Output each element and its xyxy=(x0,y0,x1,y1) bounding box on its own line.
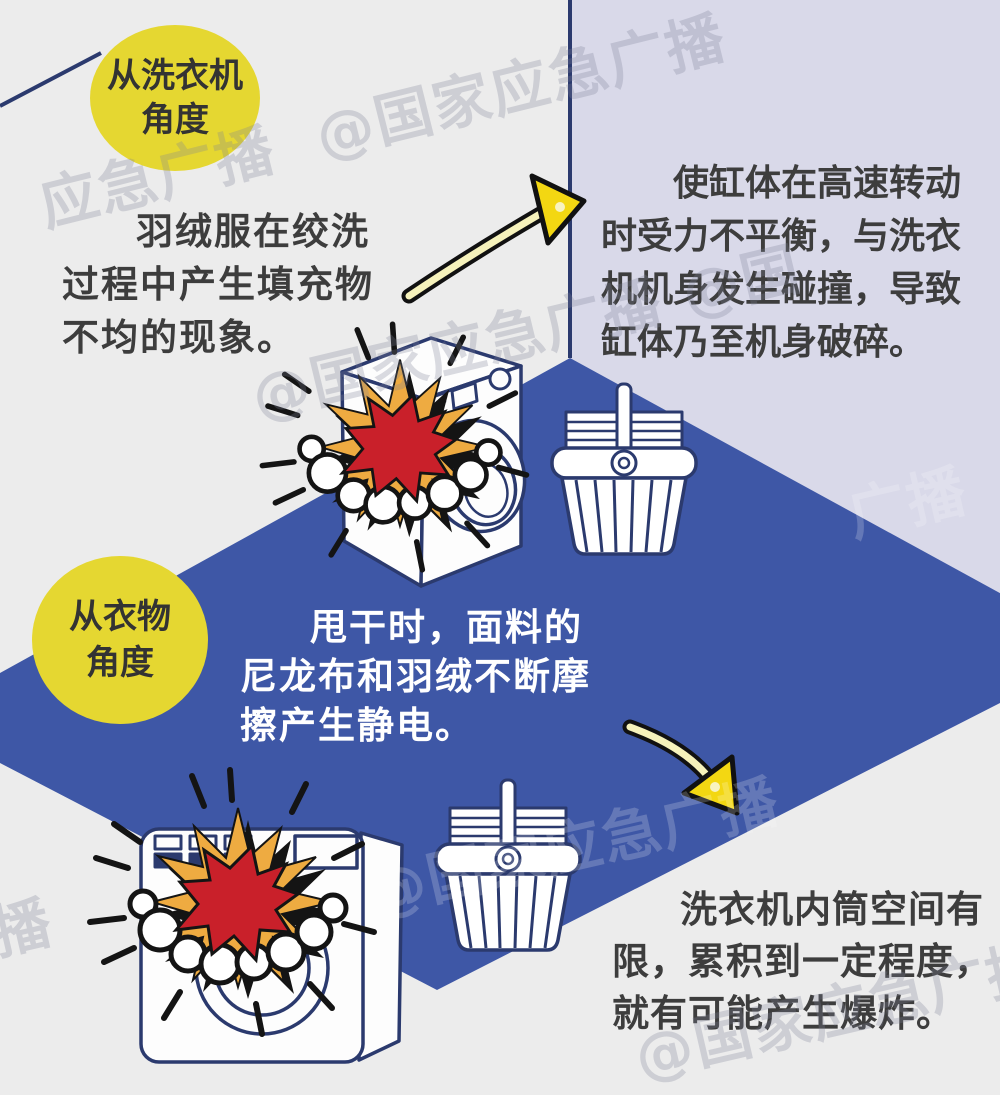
text-line: 缸体乃至机身破碎。 xyxy=(601,322,926,363)
badge-label-line: 角度 xyxy=(141,100,209,140)
text-line: 时受力不平衡，与洗衣 xyxy=(601,216,962,257)
text-line: 机机身发生碰撞，导致 xyxy=(601,269,962,310)
badge-label-line: 从洗衣机 xyxy=(107,56,243,96)
badge-label-line: 角度 xyxy=(86,643,154,683)
text-line: 使缸体在高速转动 xyxy=(673,163,962,204)
badge-clothing-perspective: 从衣物 角度 xyxy=(32,556,208,724)
badge-machine-perspective: 从洗衣机 角度 xyxy=(90,25,260,171)
text-line: 尼龙布和羽绒不断摩 xyxy=(240,655,591,698)
text-line: 甩干时，面料的 xyxy=(310,606,583,649)
curved-arrow-up-icon xyxy=(401,173,587,304)
badge-label-line: 从衣物 xyxy=(69,597,171,637)
paragraph-clothing-effect: 洗衣机内筒空间有 限，累积到一定程度， 就有可能产生爆炸。 xyxy=(612,884,992,1040)
text-line: 过程中产生填充物 xyxy=(62,263,374,306)
wall-panel xyxy=(570,0,1000,594)
curved-arrow-down-icon xyxy=(622,719,740,816)
text-line: 羽绒服在绞洗 xyxy=(136,210,370,253)
text-line: 洗衣机内筒空间有 xyxy=(680,888,984,931)
text-line: 不均的现象。 xyxy=(62,316,296,359)
text-line: 限，累积到一定程度， xyxy=(612,940,992,983)
text-line: 就有可能产生爆炸。 xyxy=(612,992,954,1035)
paragraph-clothing-cause: 甩干时，面料的 尼龙布和羽绒不断摩 擦产生静电。 xyxy=(240,603,591,750)
text-line: 擦产生静电。 xyxy=(240,704,474,747)
badge-leader-line xyxy=(0,51,102,108)
paragraph-machine-cause: 羽绒服在绞洗 过程中产生填充物 不均的现象。 xyxy=(62,205,374,364)
paragraph-machine-effect: 使缸体在高速转动 时受力不平衡，与洗衣 机机身发生碰撞，导致 缸体乃至机身破碎。 xyxy=(601,157,961,369)
